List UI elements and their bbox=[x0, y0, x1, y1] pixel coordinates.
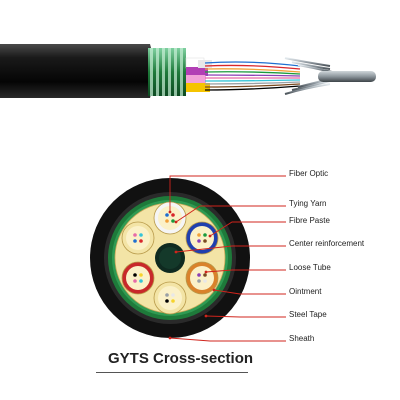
steel-tape-armor bbox=[148, 48, 186, 96]
fiber-dot bbox=[203, 273, 207, 277]
label-fibre-paste: Fibre Paste bbox=[289, 216, 330, 225]
callout-lines bbox=[168, 175, 286, 342]
fiber-dot bbox=[139, 233, 143, 237]
loose-tube-lower-left bbox=[121, 261, 155, 295]
callout-steel-tape-anchor bbox=[204, 314, 208, 318]
fiber-dot bbox=[171, 219, 175, 223]
fiber-dot bbox=[171, 213, 175, 217]
caption-underline bbox=[96, 372, 248, 373]
caption: GYTS Cross-section bbox=[108, 350, 254, 367]
fiber-dot bbox=[171, 293, 175, 297]
callout-center-reinforcement-anchor bbox=[174, 250, 178, 254]
loose-tube-bottom bbox=[153, 281, 187, 315]
fiber-dot bbox=[203, 279, 207, 283]
loose-tubes-side bbox=[185, 57, 212, 92]
callout-steel-tape bbox=[205, 315, 286, 318]
loose-tube-upper-left bbox=[121, 221, 155, 255]
callout-loose-tube bbox=[205, 269, 286, 273]
fiber-dot bbox=[133, 233, 137, 237]
fiber-dot bbox=[197, 239, 201, 243]
fiber-dot bbox=[133, 273, 137, 277]
callout-fiber-optic bbox=[169, 175, 286, 212]
label-steel-tape: Steel Tape bbox=[289, 310, 327, 319]
callout-center-reinforcement bbox=[175, 245, 286, 253]
fiber-dot bbox=[133, 239, 137, 243]
fiber-dot bbox=[197, 233, 201, 237]
label-center-reinforcement: Center reinforcement bbox=[289, 239, 365, 248]
fibers-side bbox=[204, 61, 301, 91]
label-fiber-optic: Fiber Optic bbox=[289, 169, 329, 178]
fiber-dot bbox=[171, 299, 175, 303]
fiber-dot bbox=[197, 279, 201, 283]
callout-ointment-anchor bbox=[212, 288, 216, 292]
fiber-dot bbox=[165, 293, 169, 297]
callout-ointment bbox=[213, 289, 286, 295]
loose-tubes-group bbox=[121, 201, 219, 315]
label-sheath: Sheath bbox=[289, 334, 315, 343]
label-ointment: Ointment bbox=[289, 287, 322, 296]
fiber-dot bbox=[197, 273, 201, 277]
fiber-dot bbox=[203, 239, 207, 243]
central-rod-side bbox=[318, 71, 376, 82]
fiber-dot bbox=[165, 213, 169, 217]
fiber-dot bbox=[165, 299, 169, 303]
callout-fiber-optic-anchor bbox=[168, 210, 172, 214]
label-loose-tube: Loose Tube bbox=[289, 263, 331, 272]
loose-tube-upper-right bbox=[185, 221, 219, 255]
fiber-dot bbox=[139, 273, 143, 277]
callout-tying-yarn bbox=[175, 205, 286, 223]
fiber-dot bbox=[203, 233, 207, 237]
callout-sheath bbox=[169, 337, 286, 342]
callout-tying-yarn-anchor bbox=[174, 220, 178, 224]
loose-tube-top bbox=[153, 201, 187, 235]
callout-loose-tube-anchor bbox=[204, 270, 208, 274]
fiber-dot bbox=[133, 279, 137, 283]
callout-fibre-paste-anchor bbox=[208, 234, 212, 238]
label-tying-yarn: Tying Yarn bbox=[289, 199, 327, 208]
cable-illustration bbox=[0, 44, 376, 98]
outer-sheath bbox=[0, 44, 154, 98]
fiber-dot bbox=[139, 239, 143, 243]
fiber-dot bbox=[165, 219, 169, 223]
fiber-dot bbox=[139, 279, 143, 283]
callout-fibre-paste bbox=[209, 221, 286, 237]
callout-sheath-anchor bbox=[168, 336, 172, 340]
